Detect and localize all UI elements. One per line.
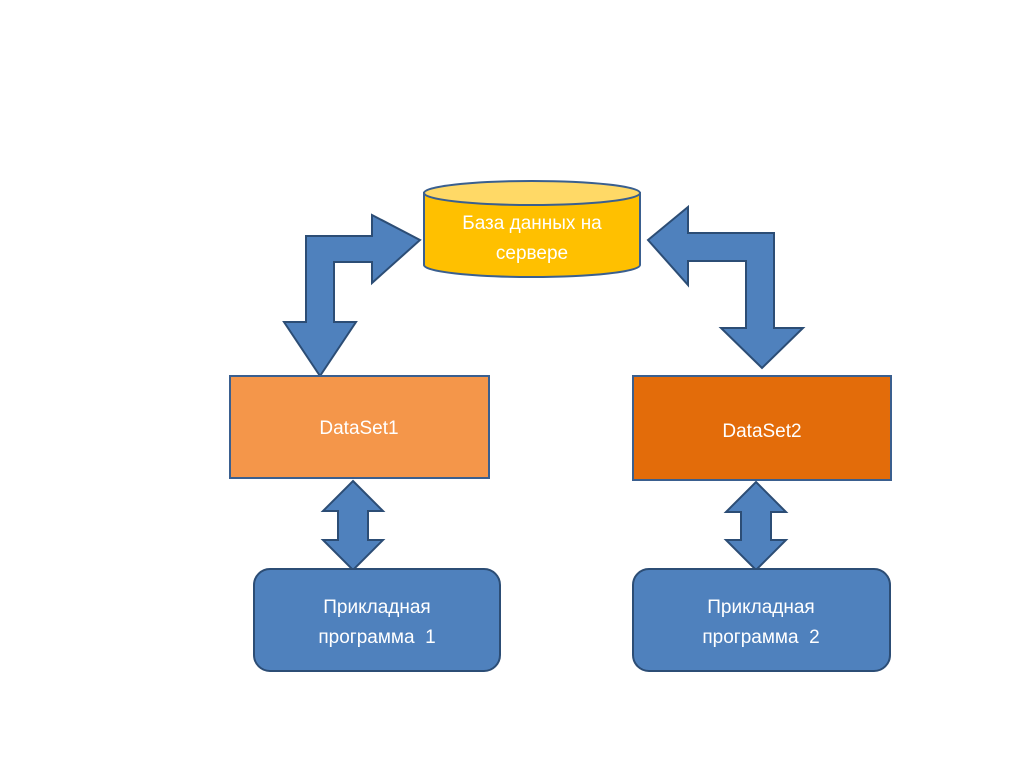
database-cylinder-top xyxy=(423,180,641,206)
app2-label-line2: программа 2 xyxy=(702,627,819,648)
dataset2-box: DataSet2 xyxy=(632,375,892,481)
double-arrow-dataset1-app1 xyxy=(320,479,386,572)
app2-label-line1: Прикладная xyxy=(707,597,814,618)
database-label-line2: сервере xyxy=(496,243,568,264)
dataset2-label: DataSet2 xyxy=(722,421,801,442)
database-label-line1: База данных на xyxy=(462,213,602,234)
database-cylinder: База данных на сервере xyxy=(423,180,641,278)
app1-box: Прикладная программа 1 xyxy=(253,568,501,672)
app1-label-line1: Прикладная xyxy=(323,597,430,618)
app1-label-line2: программа 1 xyxy=(318,627,435,648)
bent-arrow-db-to-dataset2 xyxy=(646,204,806,370)
double-arrow-dataset2-app2 xyxy=(723,480,789,572)
dataset1-box: DataSet1 xyxy=(229,375,490,479)
dataset1-label: DataSet1 xyxy=(319,418,398,439)
database-cylinder-body xyxy=(423,192,641,278)
app2-box: Прикладная программа 2 xyxy=(632,568,891,672)
bent-arrow-db-to-dataset1 xyxy=(282,213,422,378)
